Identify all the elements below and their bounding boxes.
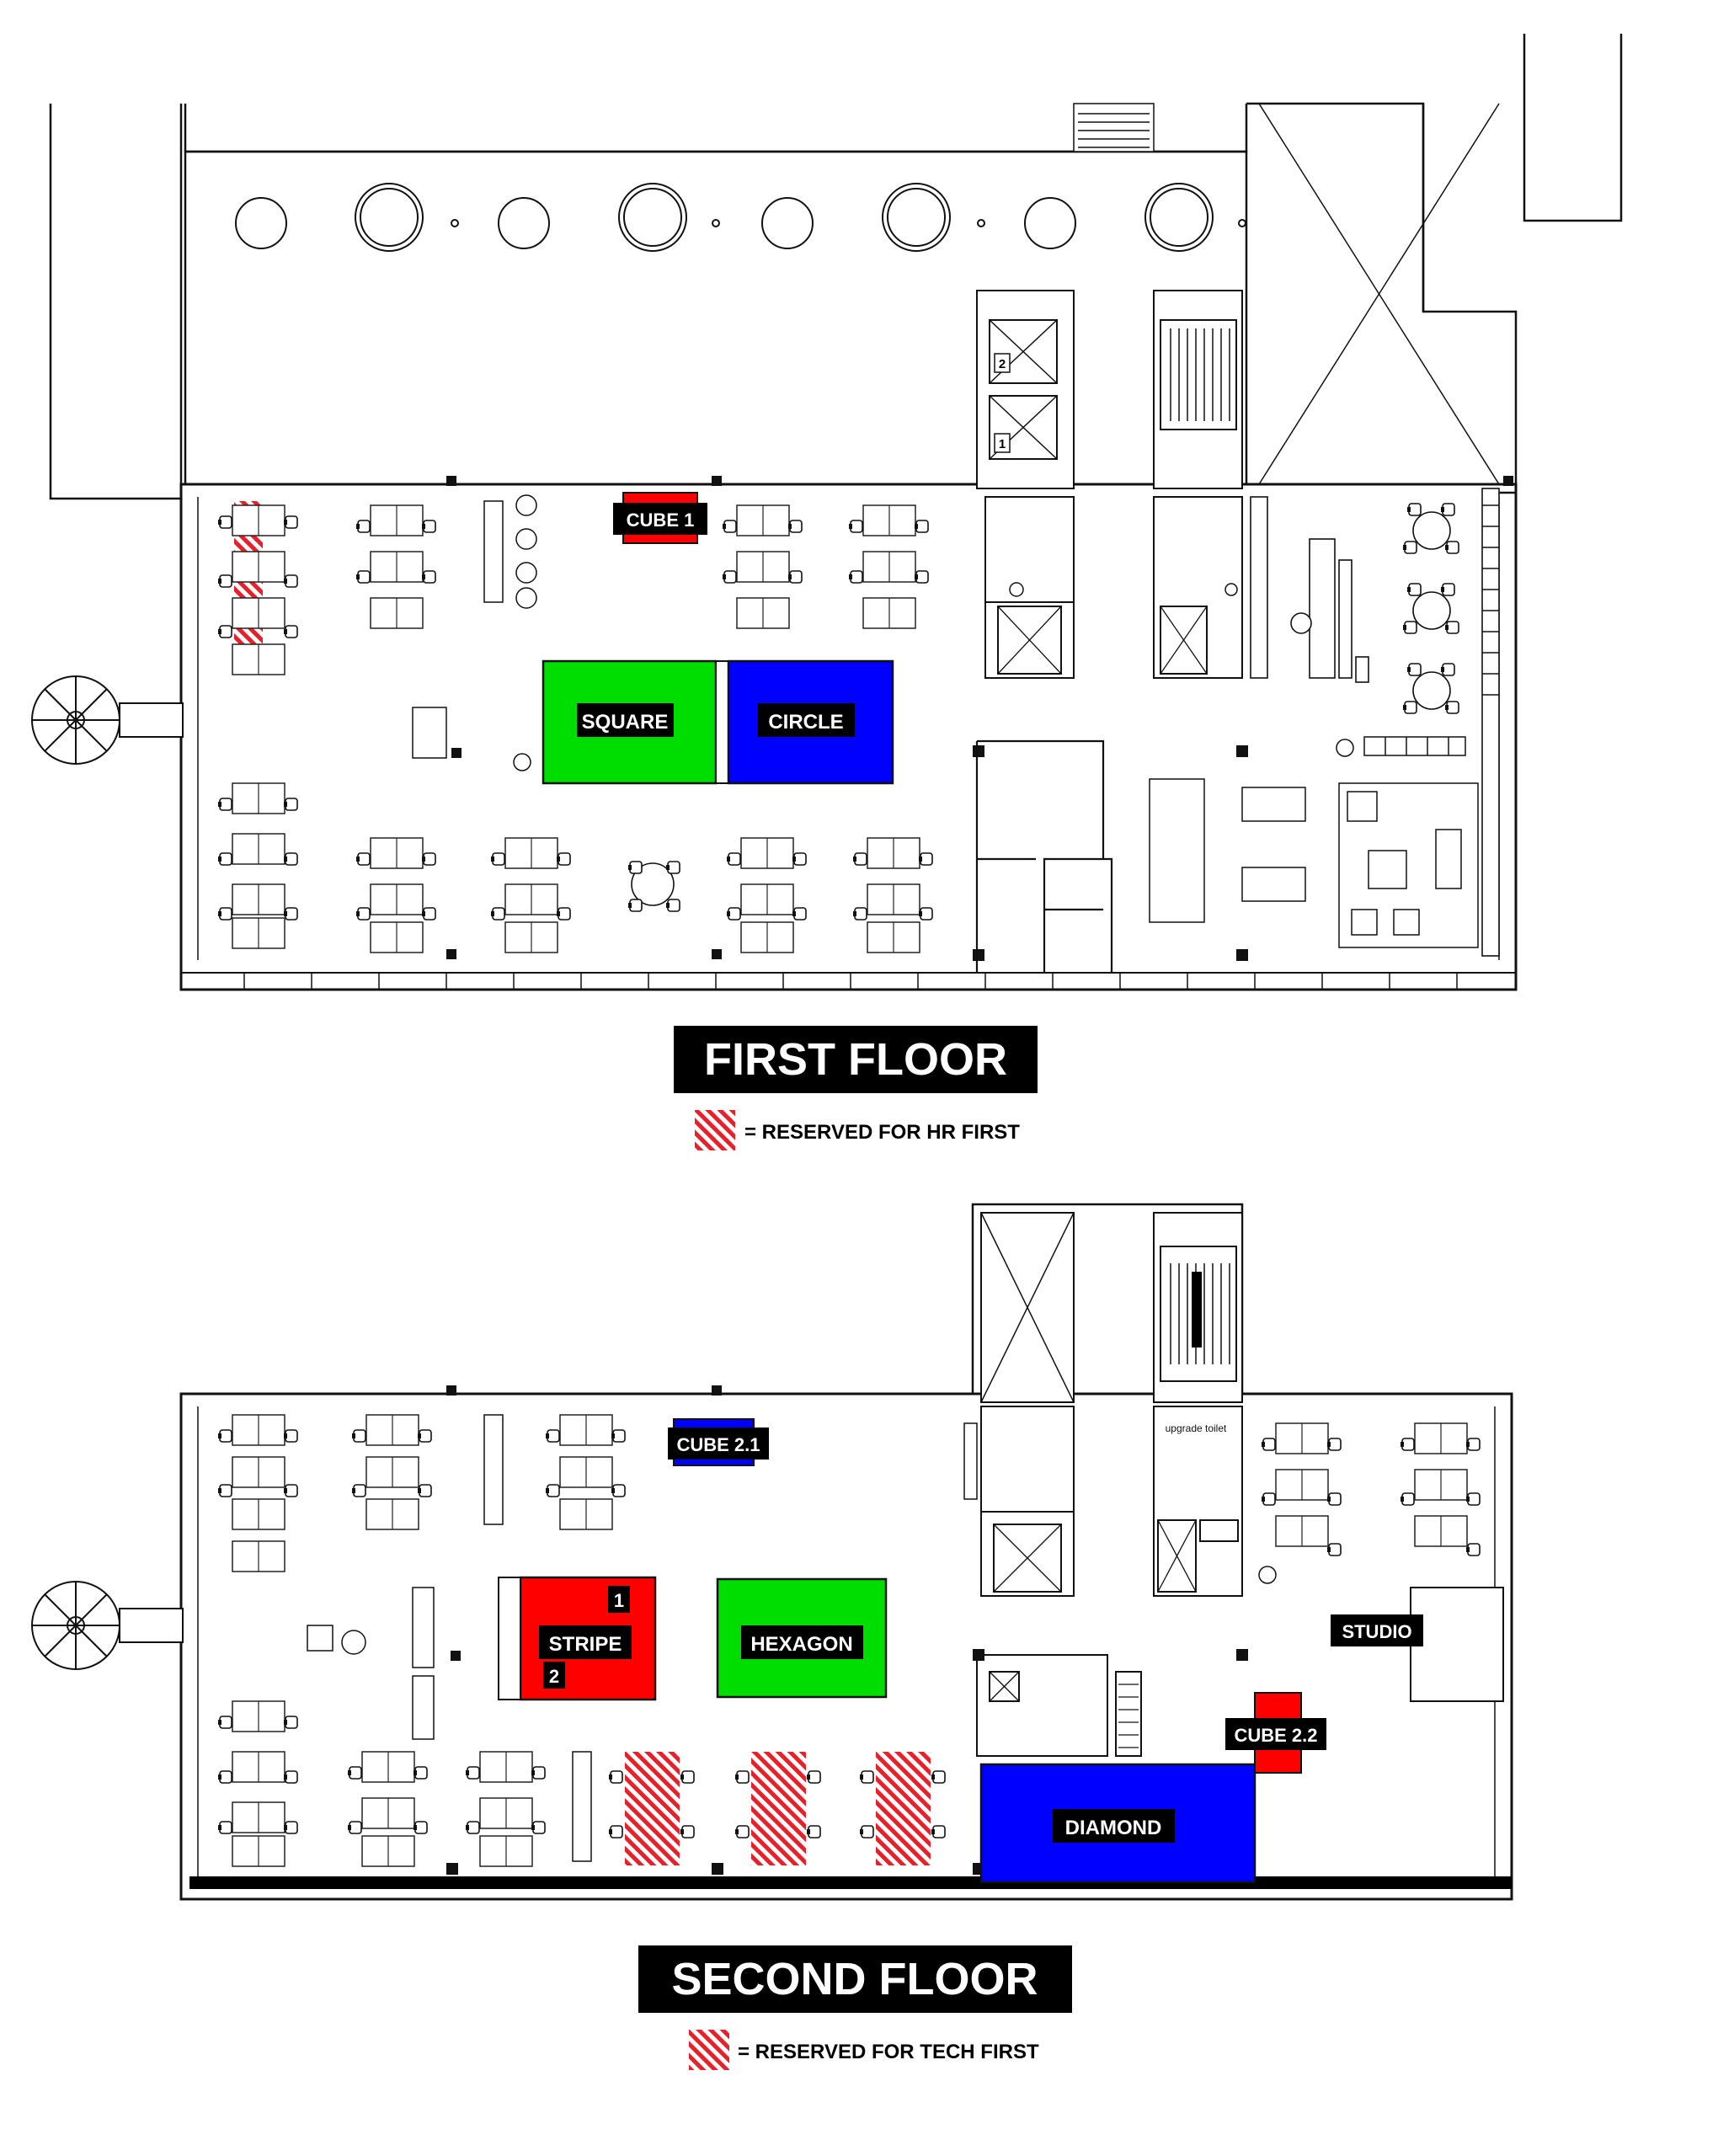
tech-reserved-desks-1	[625, 1752, 680, 1865]
desk-cluster	[351, 1414, 432, 1530]
first-floor-title-box	[674, 1026, 1038, 1093]
desk-cluster	[1400, 1422, 1481, 1556]
spiral-stair-left	[31, 675, 184, 765]
circle-room	[727, 659, 894, 785]
desk-cluster	[722, 504, 803, 629]
tech-reserved-desks-3	[876, 1752, 931, 1865]
desk-cluster	[217, 782, 298, 949]
diamond-room-label: DIAMOND	[1065, 1817, 1162, 1839]
tech-legend-swatch	[689, 2030, 729, 2070]
cube-1-room-label: CUBE 1	[627, 510, 695, 531]
desk-cluster	[355, 504, 436, 629]
desk-cluster	[217, 1414, 298, 1572]
square-room-label: SQUARE	[582, 711, 669, 734]
spiral-stair-left-second	[31, 1581, 184, 1670]
hexagon-room-label: HEXAGON	[750, 1633, 852, 1656]
second-floor-plan: upgrade toilet	[31, 1203, 1513, 1901]
circle-room-label: CIRCLE	[768, 711, 843, 734]
first-floor-plan: 2 1	[31, 34, 1623, 991]
desk-cluster	[852, 837, 933, 953]
stripe-room-number-2: 2	[549, 1666, 559, 1687]
second-floor-title-box	[638, 1945, 1072, 2013]
desk-cluster	[726, 837, 807, 953]
desk-cluster	[465, 1751, 546, 1867]
tech-reserved-desks-2	[751, 1752, 806, 1865]
first-floor-title: FIRST FLOOR	[704, 1034, 1007, 1085]
desk-cluster	[848, 504, 929, 629]
desk-cluster	[545, 1414, 626, 1530]
lift-1-number: 1	[999, 437, 1006, 451]
studio-room	[1410, 1587, 1504, 1702]
stripe-room-number-1: 1	[614, 1590, 624, 1611]
desk-cluster	[355, 837, 436, 953]
tech-legend-text: = RESERVED FOR TECH FIRST	[738, 2041, 1039, 2063]
desk-cluster	[347, 1751, 428, 1867]
desk-cluster	[217, 1700, 298, 1867]
stripe-room-label: STRIPE	[549, 1633, 622, 1656]
desk-cluster	[1261, 1422, 1342, 1556]
desk-cluster	[490, 837, 571, 953]
hr-legend-text: = RESERVED FOR HR FIRST	[744, 1121, 1020, 1144]
lift-2-number: 2	[999, 357, 1006, 371]
cube-2-1-room-label: CUBE 2.1	[676, 1434, 760, 1455]
studio-room-label: STUDIO	[1342, 1621, 1411, 1642]
upgrade-toilet-label: upgrade toilet	[1166, 1422, 1227, 1434]
second-floor-title: SECOND FLOOR	[671, 1954, 1038, 2004]
hr-legend-swatch	[695, 1110, 735, 1150]
cube-2-2-room-label: CUBE 2.2	[1234, 1725, 1317, 1746]
